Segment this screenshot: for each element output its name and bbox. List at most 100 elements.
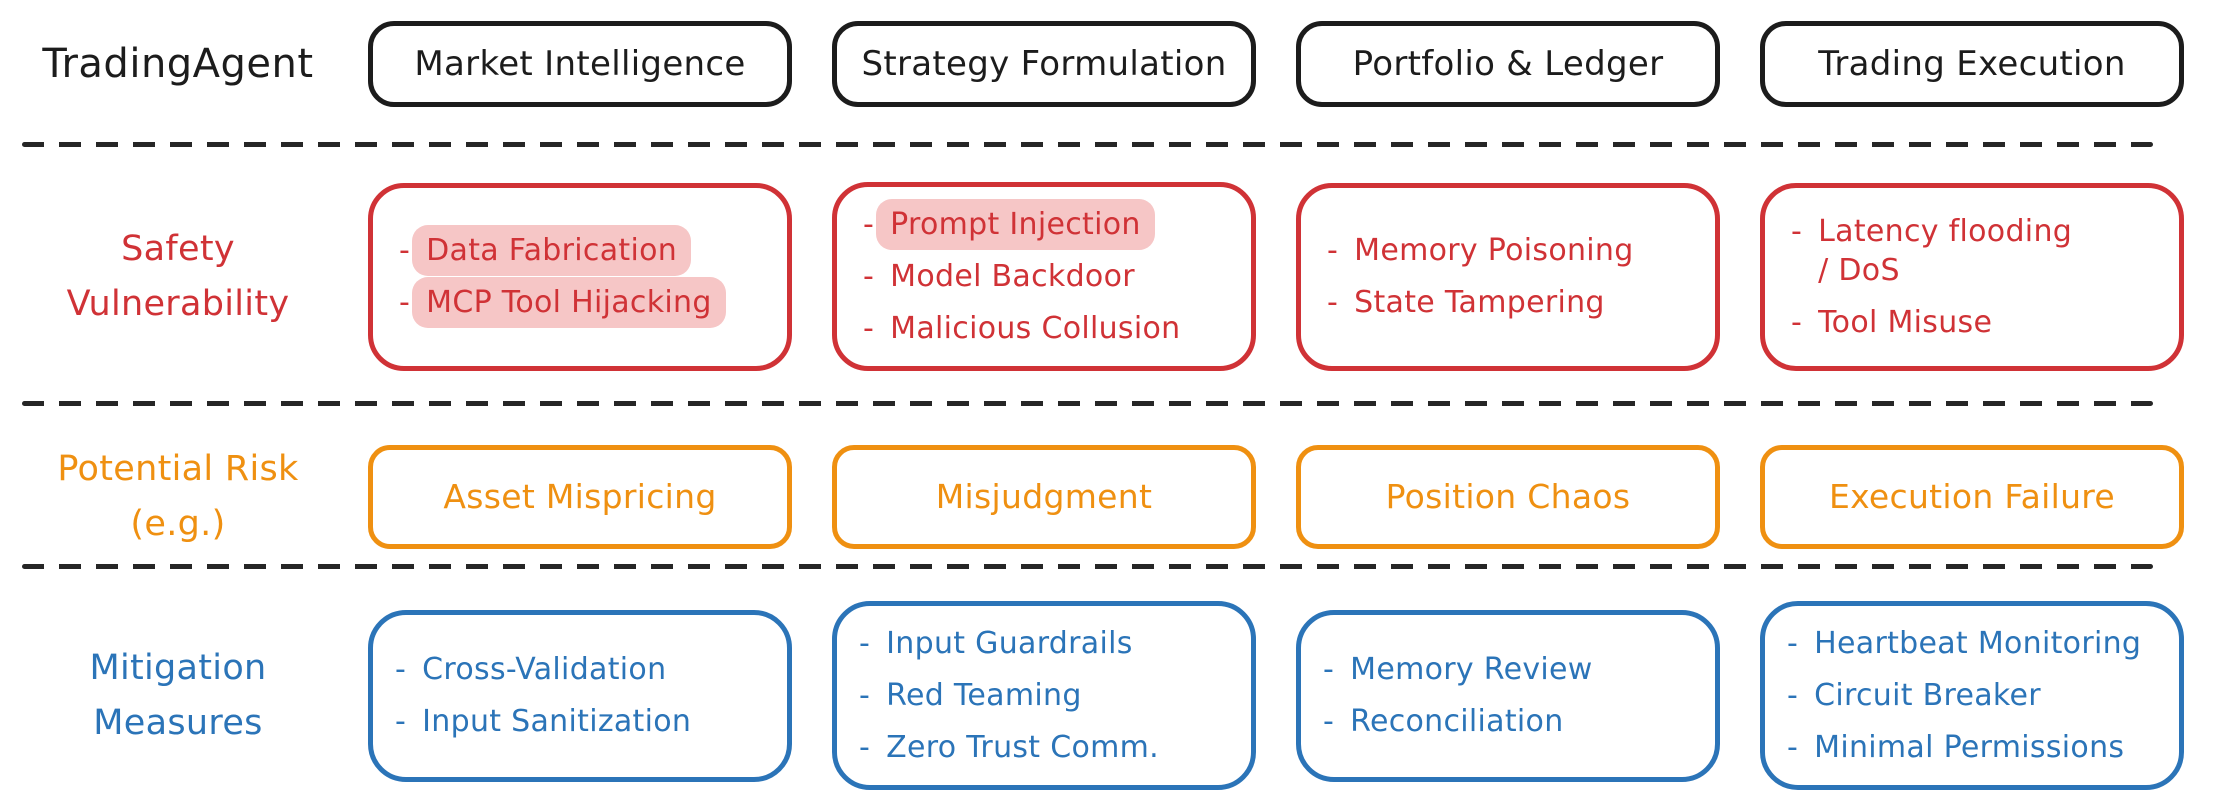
bullet-dash: -: [1787, 626, 1799, 661]
cell-risk-strategy-formulation: Misjudgment: [832, 406, 1256, 569]
row-label-mitigation-measures: Mitigation Measures: [89, 648, 267, 743]
mitigation-box: - Memory Review - Reconciliation: [1296, 609, 1720, 782]
header-title-cell: TradingAgent: [28, 0, 328, 147]
stage-box-market-intelligence: Market Intelligence: [368, 20, 792, 107]
highlighted-bullet-text: MCP Tool Hijacking: [412, 277, 726, 328]
list-item: - Prompt Injection: [863, 199, 1235, 250]
diagram-title: TradingAgent: [42, 40, 314, 87]
bullet-dash: -: [395, 652, 407, 687]
list-item: - Latency flooding / DoS: [1791, 212, 2163, 290]
cell-vulnerability-trading-execution: - Latency flooding / DoS - Tool Misuse: [1760, 147, 2184, 406]
bullet-text: Circuit Breaker: [1814, 678, 2041, 713]
header-cell-trading-execution: Trading Execution: [1760, 0, 2184, 147]
list-item: - Zero Trust Comm.: [859, 728, 1241, 767]
bullet-text: Memory Review: [1350, 652, 1593, 687]
bullet-dash: -: [859, 730, 871, 765]
row-separator: [22, 564, 2153, 569]
risk-box: Asset Mispricing: [368, 444, 792, 549]
bullet-dash: -: [859, 678, 871, 713]
bullet-dash: -: [399, 285, 411, 320]
bullet-dash: -: [863, 311, 875, 346]
bullet-dash: -: [1787, 678, 1799, 713]
list-item: - Model Backdoor: [863, 257, 1235, 296]
list-item: - Memory Poisoning: [1327, 231, 1699, 270]
risk-label: Position Chaos: [1385, 477, 1631, 516]
list-item: - Memory Review: [1323, 650, 1705, 689]
risk-box: Misjudgment: [832, 444, 1256, 549]
bullet-text: State Tampering: [1354, 285, 1605, 320]
cell-mitigation-market-intelligence: - Cross-Validation - Input Sanitization: [368, 569, 792, 806]
header-cell-portfolio-ledger: Portfolio & Ledger: [1296, 0, 1720, 147]
list-item: - Minimal Permissions: [1787, 728, 2169, 767]
cell-mitigation-portfolio-ledger: - Memory Review - Reconciliation: [1296, 569, 1720, 806]
bullet-dash: -: [1791, 213, 1803, 249]
vulnerability-box: - Latency flooding / DoS - Tool Misuse: [1760, 182, 2184, 371]
row-label-cell: Safety Vulnerability: [28, 147, 328, 406]
vulnerability-box: - Prompt Injection - Model Backdoor - Ma…: [832, 182, 1256, 371]
list-item: - Data Fabrication: [399, 225, 771, 276]
bullet-dash: -: [1323, 704, 1335, 739]
list-item: - Cross-Validation: [395, 650, 777, 689]
bullet-text: Zero Trust Comm.: [886, 730, 1159, 765]
stage-box-strategy-formulation: Strategy Formulation: [832, 20, 1256, 107]
bullet-text: Memory Poisoning: [1354, 233, 1634, 268]
risk-box: Execution Failure: [1760, 444, 2184, 549]
bullet-text: Heartbeat Monitoring: [1814, 626, 2142, 661]
bullet-text: Malicious Collusion: [890, 311, 1181, 346]
cell-mitigation-strategy-formulation: - Input Guardrails - Red Teaming - Zero …: [832, 569, 1256, 806]
bullet-text: Red Teaming: [886, 678, 1082, 713]
list-item: - Red Teaming: [859, 676, 1241, 715]
bullet-text: Latency flooding / DoS: [1818, 213, 2073, 288]
bullet-dash: -: [1787, 730, 1799, 765]
row-separator: [22, 401, 2153, 406]
risk-label: Execution Failure: [1828, 477, 2116, 516]
stage-box-portfolio-ledger: Portfolio & Ledger: [1296, 20, 1720, 107]
row-label-cell: Potential Risk (e.g.): [28, 406, 328, 569]
list-item: - State Tampering: [1327, 283, 1699, 322]
cell-vulnerability-strategy-formulation: - Prompt Injection - Model Backdoor - Ma…: [832, 147, 1256, 406]
bullet-text: Input Guardrails: [886, 626, 1133, 661]
row-label-potential-risk: Potential Risk (e.g.): [57, 449, 299, 544]
risk-label: Asset Mispricing: [443, 477, 717, 516]
cell-risk-market-intelligence: Asset Mispricing: [368, 406, 792, 569]
stage-label: Strategy Formulation: [861, 43, 1227, 84]
list-item: - Reconciliation: [1323, 702, 1705, 741]
highlighted-bullet-text: Data Fabrication: [412, 225, 692, 276]
cell-vulnerability-portfolio-ledger: - Memory Poisoning - State Tampering: [1296, 147, 1720, 406]
risk-box: Position Chaos: [1296, 444, 1720, 549]
bullet-dash: -: [863, 259, 875, 294]
row-label-cell: Mitigation Measures: [28, 569, 328, 806]
header-cell-market-intelligence: Market Intelligence: [368, 0, 792, 147]
mitigation-box: - Heartbeat Monitoring - Circuit Breaker…: [1760, 601, 2184, 790]
bullet-text: Cross-Validation: [422, 652, 667, 687]
stage-label: Portfolio & Ledger: [1352, 43, 1664, 84]
list-item: - Input Sanitization: [395, 702, 777, 741]
mitigation-box: - Cross-Validation - Input Sanitization: [368, 609, 792, 782]
bullet-dash: -: [399, 233, 411, 268]
bullet-dash: -: [1791, 304, 1803, 340]
cell-risk-trading-execution: Execution Failure: [1760, 406, 2184, 569]
vulnerability-box: - Memory Poisoning - State Tampering: [1296, 182, 1720, 371]
mitigation-box: - Input Guardrails - Red Teaming - Zero …: [832, 601, 1256, 790]
highlighted-bullet-text: Prompt Injection: [876, 199, 1155, 250]
list-item: - Malicious Collusion: [863, 309, 1235, 348]
list-item: - Tool Misuse: [1791, 303, 2163, 342]
stage-label: Trading Execution: [1818, 43, 2126, 84]
cell-vulnerability-market-intelligence: - Data Fabrication - MCP Tool Hijacking: [368, 147, 792, 406]
vulnerability-box: - Data Fabrication - MCP Tool Hijacking: [368, 182, 792, 371]
cell-mitigation-trading-execution: - Heartbeat Monitoring - Circuit Breaker…: [1760, 569, 2184, 806]
bullet-dash: -: [859, 626, 871, 661]
stage-box-trading-execution: Trading Execution: [1760, 20, 2184, 107]
bullet-dash: -: [1323, 652, 1335, 687]
risk-label: Misjudgment: [935, 477, 1153, 516]
list-item: - Input Guardrails: [859, 624, 1241, 663]
bullet-text: Input Sanitization: [422, 704, 692, 739]
bullet-text: Minimal Permissions: [1814, 730, 2125, 765]
bullet-dash: -: [1327, 233, 1339, 268]
bullet-dash: -: [1327, 285, 1339, 320]
bullet-dash: -: [863, 207, 875, 242]
list-item: - Circuit Breaker: [1787, 676, 2169, 715]
list-item: - MCP Tool Hijacking: [399, 277, 771, 328]
bullet-dash: -: [395, 704, 407, 739]
